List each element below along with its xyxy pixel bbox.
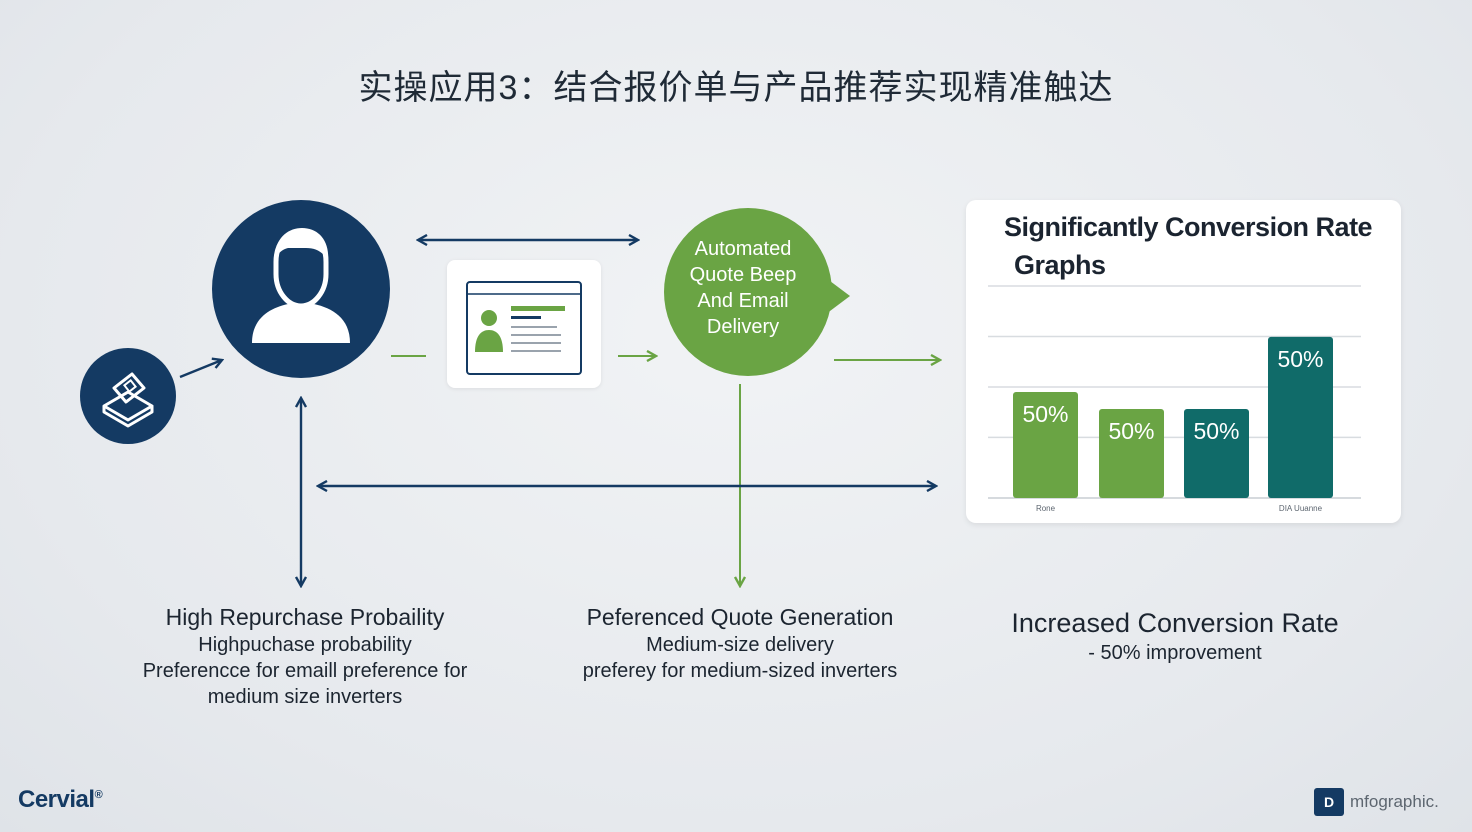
chart-title: Significantly Conversion Rate Graphs [1004, 208, 1394, 284]
conversion-chart-card: Significantly Conversion Rate Graphs 50%… [966, 200, 1401, 523]
brand-logo-right: D mfographic. [1314, 788, 1439, 816]
brand-logo-left: Cervial® [18, 786, 103, 814]
bubble-line: Automated [694, 238, 792, 260]
chart-data-label: 50% [1108, 418, 1154, 444]
package-icon [102, 372, 154, 428]
bubble-line: And Email [697, 290, 789, 312]
caption-heading: Increased Conversion Rate [1011, 608, 1339, 638]
chart-title-line1: Significantly Conversion Rate [1004, 212, 1373, 242]
chart-category-label: Rone [1036, 504, 1056, 513]
brand-text: mfographic. [1350, 792, 1439, 811]
caption-heading: High Repurchase Probaility [165, 604, 445, 630]
caption-line: - 50% improvement [1088, 642, 1262, 664]
bubble-tail [818, 272, 850, 320]
caption-conversion: Increased Conversion Rate - 50% improvem… [980, 606, 1370, 666]
arrow-small-to-user [179, 360, 222, 379]
caption-repurchase: High Repurchase Probaility Highpuchase p… [100, 602, 510, 710]
caption-line: Preferencce for emaill preference for [142, 660, 468, 682]
brand-name: Cervial [18, 786, 95, 813]
chart-category-label: DIA Uuanne [1279, 504, 1323, 513]
chart-bar [1268, 336, 1333, 498]
caption-line: preferey for medium-sized inverters [582, 660, 898, 682]
quote-document-icon [466, 281, 582, 375]
quote-document-card [447, 260, 601, 388]
user-icon [252, 228, 350, 343]
automation-bubble-text: Automated Quote Beep And Email Delivery [664, 236, 822, 340]
bubble-line: Quote Beep [689, 264, 797, 286]
chart-bar [1099, 408, 1164, 498]
chart-bar [1184, 408, 1249, 498]
chart-bar [1013, 392, 1078, 498]
caption-line: medium size inverters [207, 686, 403, 708]
caption-quote-generation: Peferenced Quote Generation Medium-size … [540, 602, 940, 684]
chart-data-label: 50% [1022, 401, 1068, 427]
chart-title-line2: Graphs [1014, 250, 1106, 280]
conversion-bar-chart: 50% Rone 50% 50% 50% DIA Uuanne [988, 285, 1361, 513]
bubble-line: Delivery [706, 316, 780, 338]
brand-logo-icon: D [1314, 788, 1344, 816]
page-title: 实操应用3：结合报价单与产品推荐实现精准触达 [358, 69, 1114, 107]
caption-line: Medium-size delivery [646, 634, 834, 656]
customer-avatar-circle [212, 200, 390, 378]
automation-bubble [664, 208, 832, 376]
caption-line: Highpuchase probability [198, 634, 412, 656]
chart-data-label: 50% [1193, 418, 1239, 444]
chart-data-label: 50% [1277, 346, 1323, 372]
package-circle [80, 348, 176, 444]
caption-heading: Peferenced Quote Generation [586, 604, 894, 630]
brand-mark: ® [94, 789, 103, 801]
